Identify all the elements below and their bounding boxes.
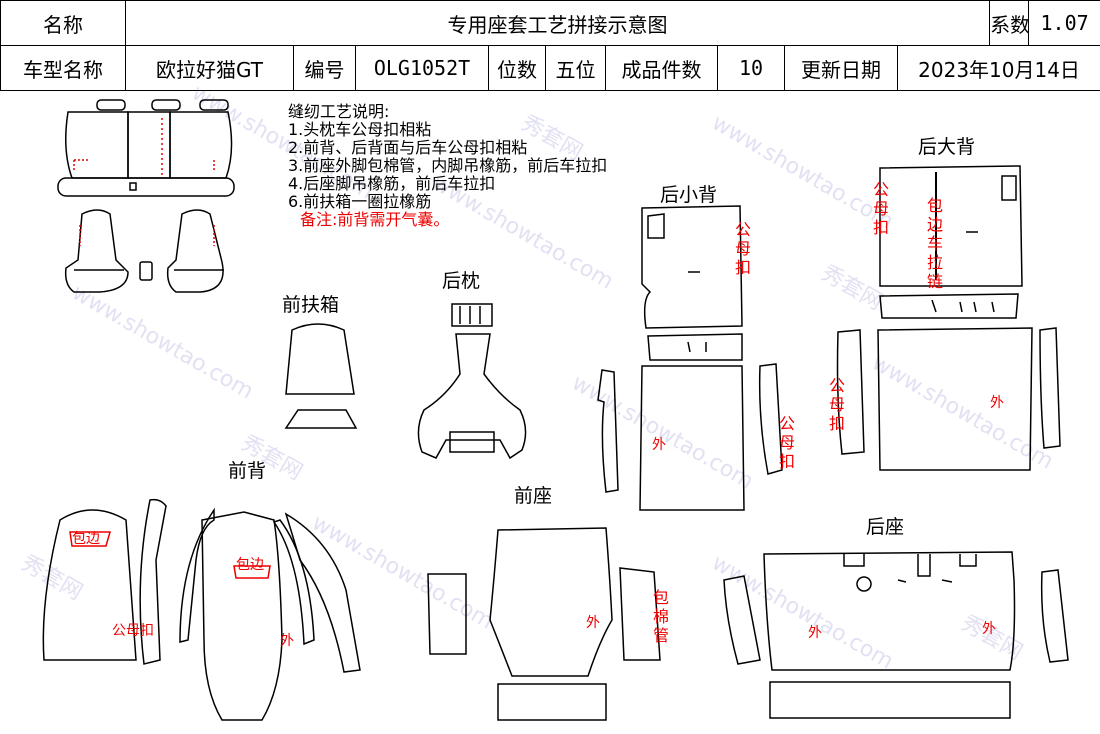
annotation-snap: 公母扣 xyxy=(734,220,751,277)
annotation-binding: 包边 xyxy=(72,531,100,547)
notes-item: 4.后座脚吊橡筋，前后车拉扣 xyxy=(288,174,496,193)
model-label: 车型名称 xyxy=(0,45,126,91)
annotation-binding: 包边 xyxy=(236,557,264,573)
code-label: 编号 xyxy=(293,45,356,91)
annotation-cotton-tube: 包棉管 xyxy=(652,588,669,645)
notes-item: 1.头枕车公母扣相粘 xyxy=(288,120,432,139)
pieces-label: 成品件数 xyxy=(605,45,718,91)
label-front-seat: 前座 xyxy=(514,485,553,507)
notes-remark: 备注:前背需开气囊。 xyxy=(300,210,450,229)
rear-bench-thumbnail xyxy=(57,99,235,197)
headrest-thumbnail xyxy=(139,261,153,281)
annotation-outer: 外 xyxy=(808,625,822,641)
annotation-snap: 公母扣 xyxy=(828,376,845,433)
coef-value: 1.07 xyxy=(1028,0,1100,46)
annotation-outer: 外 xyxy=(280,633,294,649)
label-armrest: 前扶箱 xyxy=(282,294,340,316)
front-back-pattern xyxy=(42,498,361,721)
rear-big-back-pattern xyxy=(836,165,1061,471)
annotation-outer: 外 xyxy=(982,621,996,637)
pattern-drawing xyxy=(42,99,1069,721)
code-value: OLG1052T xyxy=(355,45,489,91)
seats-label: 位数 xyxy=(488,45,546,91)
header-table: 名称 专用座套工艺拼接示意图 系数 1.07 车型名称 欧拉好猫GT 编号 OL… xyxy=(0,0,1100,92)
page-title: 专用座套工艺拼接示意图 xyxy=(124,0,991,46)
notes-item: 6.前扶箱一圈拉橡筋 xyxy=(288,192,432,211)
seats-value: 五位 xyxy=(545,45,606,91)
notes-title: 缝纫工艺说明: xyxy=(288,102,390,121)
notes-item: 3.前座外脚包棉管，内脚吊橡筋，前后车拉扣 xyxy=(288,156,608,175)
pieces-value: 10 xyxy=(717,45,785,91)
annotation-outer: 外 xyxy=(990,395,1004,411)
notes-item: 2.前背、后背面与后车公母扣相粘 xyxy=(288,138,528,157)
front-seat-thumbnail-right xyxy=(166,209,224,293)
label-rear-small-back: 后小背 xyxy=(660,184,718,206)
update-value: 2023年10月14日 xyxy=(896,45,1100,91)
label-rear-seat: 后座 xyxy=(866,516,905,538)
coef-label: 系数 xyxy=(989,0,1030,46)
annotation-snap: 公母扣 xyxy=(872,180,889,237)
name-label: 名称 xyxy=(0,0,126,46)
sewing-notes: 缝纫工艺说明: 1.头枕车公母扣相粘 2.前背、后背面与后车公母扣相粘 3.前座… xyxy=(288,103,607,229)
annotation-snap: 公母扣 xyxy=(778,414,795,471)
label-rear-big-back: 后大背 xyxy=(918,136,976,158)
label-rear-headrest: 后枕 xyxy=(442,270,481,292)
annotation-binding-zipper: 包边车拉链 xyxy=(926,196,943,291)
annotation-outer: 外 xyxy=(586,615,600,631)
front-seat-thumbnail-left xyxy=(64,209,129,293)
rear-seat-pattern xyxy=(723,551,1069,719)
rear-headrest-pattern xyxy=(417,303,527,460)
rear-small-back-pattern xyxy=(597,205,783,511)
armrest-pattern xyxy=(284,323,358,429)
annotation-outer: 外 xyxy=(652,437,666,453)
model-value: 欧拉好猫GT xyxy=(125,45,294,91)
update-label: 更新日期 xyxy=(784,45,898,91)
annotation-snap: 公母扣 xyxy=(112,623,154,639)
front-seat-pattern xyxy=(427,527,661,721)
label-front-back: 前背 xyxy=(228,460,267,482)
